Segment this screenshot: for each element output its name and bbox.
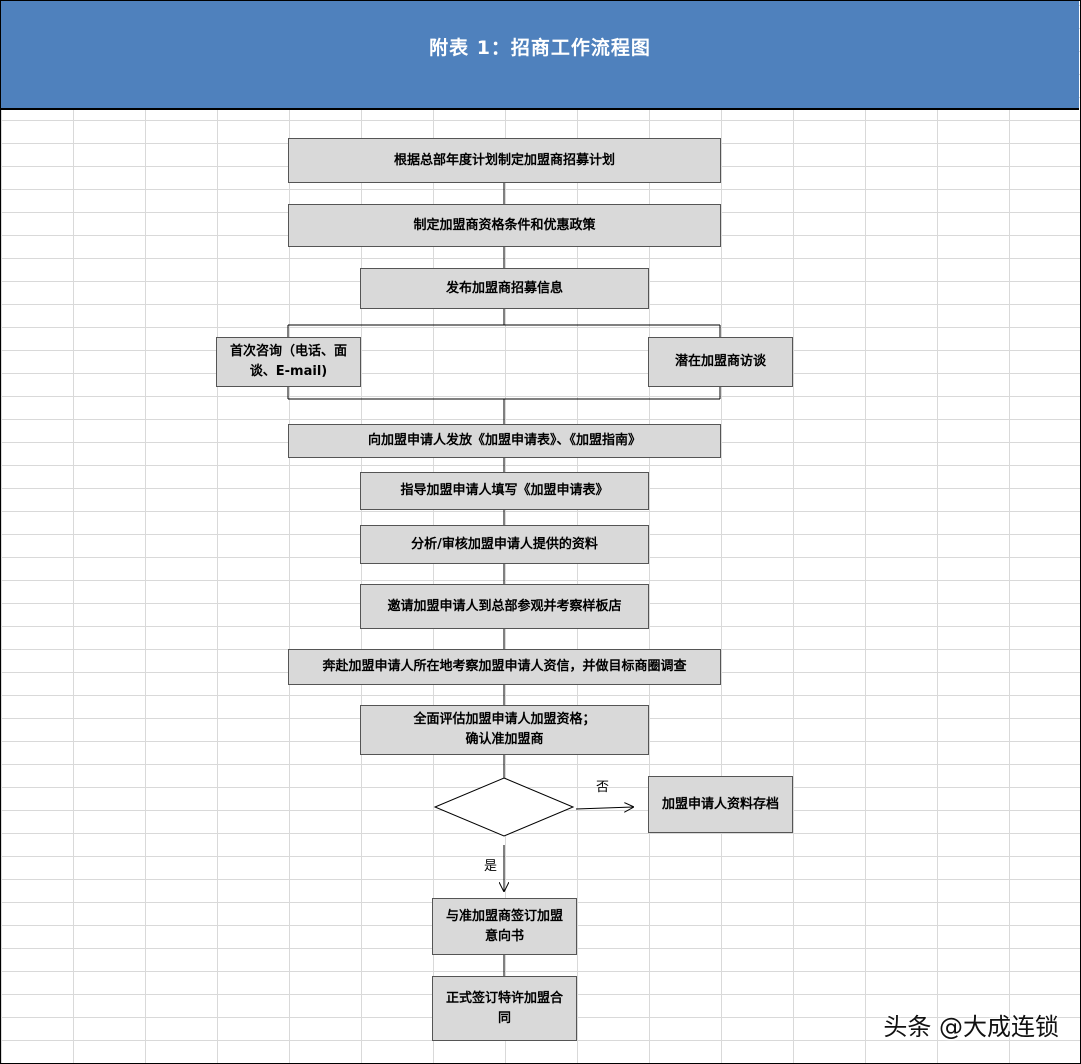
step-recruitment-plan: 根据总部年度计划制定加盟商招募计划 xyxy=(288,138,721,183)
step-publish-info: 发布加盟商招募信息 xyxy=(360,268,649,309)
step-sign-intent-letter: 与准加盟商签订加盟 意向书 xyxy=(432,898,577,955)
step-invite-visit: 邀请加盟申请人到总部参观并考察样板店 xyxy=(360,584,649,629)
step-prospect-interview: 潜在加盟商访谈 xyxy=(648,337,793,387)
step-first-consultation: 首次咨询（电话、面 谈、E-mail) xyxy=(216,337,361,387)
connector-no-arrow xyxy=(575,807,633,809)
page-title: 附表 1：招商工作流程图 xyxy=(429,37,651,59)
step-evaluate-confirm: 全面评估加盟申请人加盟资格； 确认准加盟商 xyxy=(360,705,649,755)
step-distribute-forms: 向加盟申请人发放《加盟申请表》、《加盟指南》 xyxy=(288,424,721,458)
decision-yes-label: 是 xyxy=(484,859,498,874)
step-review-materials: 分析/审核加盟申请人提供的资料 xyxy=(360,525,649,564)
watermark: 头条 @大成连锁 xyxy=(883,1013,1059,1041)
decision-no-label: 否 xyxy=(596,780,610,795)
step-sign-franchise-contract: 正式签订特许加盟合 同 xyxy=(432,976,577,1041)
step-archive-materials: 加盟申请人资料存档 xyxy=(648,776,793,833)
step-guide-fill-form: 指导加盟申请人填写《加盟申请表》 xyxy=(360,472,649,510)
title-bar: 附表 1：招商工作流程图 xyxy=(1,1,1079,110)
decision-diamond xyxy=(433,777,575,837)
step-qualification-policy: 制定加盟商资格条件和优惠政策 xyxy=(288,204,721,247)
step-onsite-investigation: 奔赴加盟申请人所在地考察加盟申请人资信，并做目标商圈调查 xyxy=(288,649,721,685)
